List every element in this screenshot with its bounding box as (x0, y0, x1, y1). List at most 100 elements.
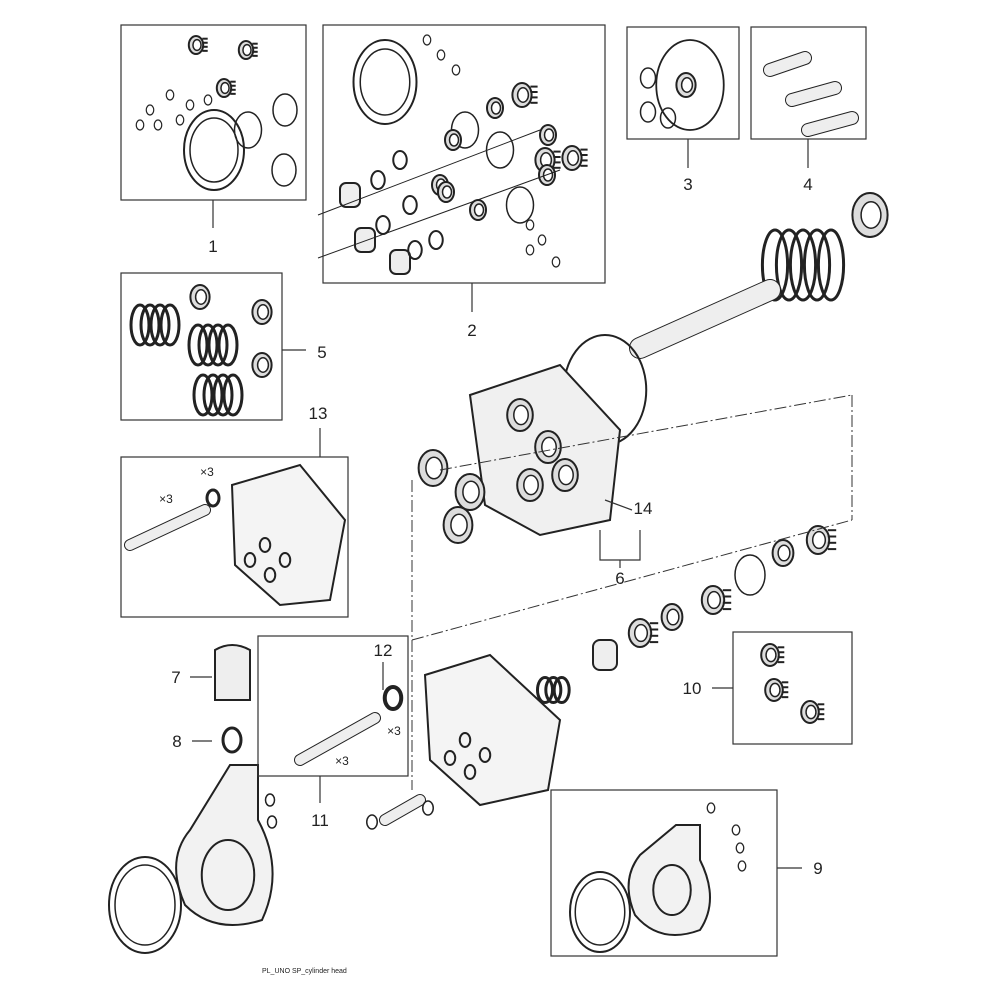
o-ring (153, 119, 163, 131)
seal-ring-inner (192, 38, 202, 52)
hose-sleeve (214, 644, 251, 701)
seal-ring-inner (523, 474, 539, 496)
seal-ring-inner (256, 357, 270, 373)
o-ring (639, 101, 657, 123)
o-ring (655, 39, 725, 131)
spring-coil (129, 303, 151, 347)
cylinder-head-housing (230, 463, 347, 607)
parts-artwork (108, 34, 889, 954)
qty-11: ×3 (335, 754, 349, 768)
spring-coil (544, 676, 563, 704)
o-ring (731, 824, 741, 836)
seal-ring-inner (425, 456, 443, 480)
o-ring (392, 150, 408, 170)
inlet-manifold-kit (627, 824, 711, 936)
spring-coil (197, 323, 219, 367)
o-ring (525, 244, 535, 256)
piston-sleeve (389, 249, 411, 275)
kit-box-10 (732, 631, 853, 745)
o-ring (200, 839, 256, 911)
seal-ring-inner (448, 133, 460, 147)
seal-ring-inner (220, 81, 230, 95)
o-ring (359, 48, 411, 116)
o-ring (382, 685, 404, 711)
o-ring (266, 815, 278, 829)
seal-ring-inner (490, 101, 502, 115)
o-ring (233, 111, 263, 149)
o-ring (525, 219, 535, 231)
spring-coil (774, 228, 804, 302)
seal-ring-inner (473, 203, 485, 217)
o-ring (478, 747, 492, 763)
o-ring (451, 64, 461, 76)
spring-coil (159, 303, 181, 347)
kit-box-11-12 (257, 635, 409, 777)
cap-screw-fill (295, 713, 380, 765)
seal-ring-inner (633, 623, 649, 643)
o-ring (203, 94, 213, 106)
cylinder-head (423, 653, 562, 807)
leader-lines (190, 139, 809, 869)
spring-coil (552, 676, 571, 704)
seal-ring-inner (706, 590, 722, 610)
callout-2: 2 (467, 321, 476, 340)
seal-ring-inner (666, 608, 680, 626)
spring-coil (536, 676, 554, 704)
kit-box-3 (626, 26, 740, 140)
seal-ring-inner (765, 647, 777, 663)
o-ring (271, 153, 297, 187)
o-ring (243, 552, 257, 568)
o-ring (407, 240, 423, 260)
o-ring (463, 764, 477, 780)
o-ring (366, 814, 378, 830)
o-ring (165, 89, 175, 101)
inlet-manifold (175, 764, 274, 926)
spring-coil (192, 373, 214, 417)
plunger-rod-fill (802, 112, 858, 136)
o-ring (278, 552, 292, 568)
spring-coil (212, 373, 234, 417)
callout-10: 10 (683, 679, 702, 698)
o-ring (370, 170, 386, 190)
seal-ring-inner (194, 289, 208, 305)
o-ring (205, 488, 221, 508)
o-ring (428, 230, 444, 250)
kit-box-2 (322, 24, 606, 284)
o-ring (264, 793, 276, 807)
seal-ring-inner (441, 185, 453, 199)
spring-coil (788, 228, 818, 302)
o-ring (569, 871, 631, 953)
cap-screw-fill (125, 505, 210, 550)
seal-ring-inner (513, 404, 529, 426)
o-ring (175, 114, 185, 126)
callout-13: 13 (309, 404, 328, 423)
o-ring (183, 109, 245, 191)
seal-ring-inner (566, 150, 580, 166)
o-ring (458, 732, 472, 748)
seal-ring-inner (450, 513, 468, 537)
callout-1: 1 (208, 237, 217, 256)
seal-ring-inner (242, 43, 252, 57)
seal-ring-inner (543, 128, 555, 142)
alignment-lines (411, 394, 853, 790)
kit-box-5 (120, 272, 283, 421)
callout-9: 9 (813, 859, 822, 878)
o-ring (574, 878, 626, 946)
callout-11: 11 (311, 811, 329, 830)
o-ring (422, 800, 434, 816)
plunger-rod-fill (630, 280, 780, 358)
o-ring (734, 554, 766, 596)
o-ring (639, 67, 657, 89)
plunger-rod-fill (764, 52, 811, 76)
o-ring (135, 119, 145, 131)
spring-coil (222, 373, 244, 417)
axis-line (317, 129, 541, 216)
spring-coil (760, 228, 790, 302)
seal-ring-inner (811, 530, 827, 550)
o-ring (272, 93, 298, 127)
piston-sleeve (354, 227, 376, 253)
diagram-caption: PL_UNO SP_cylinder head (262, 968, 347, 975)
o-ring (735, 842, 745, 854)
o-ring (436, 49, 446, 61)
